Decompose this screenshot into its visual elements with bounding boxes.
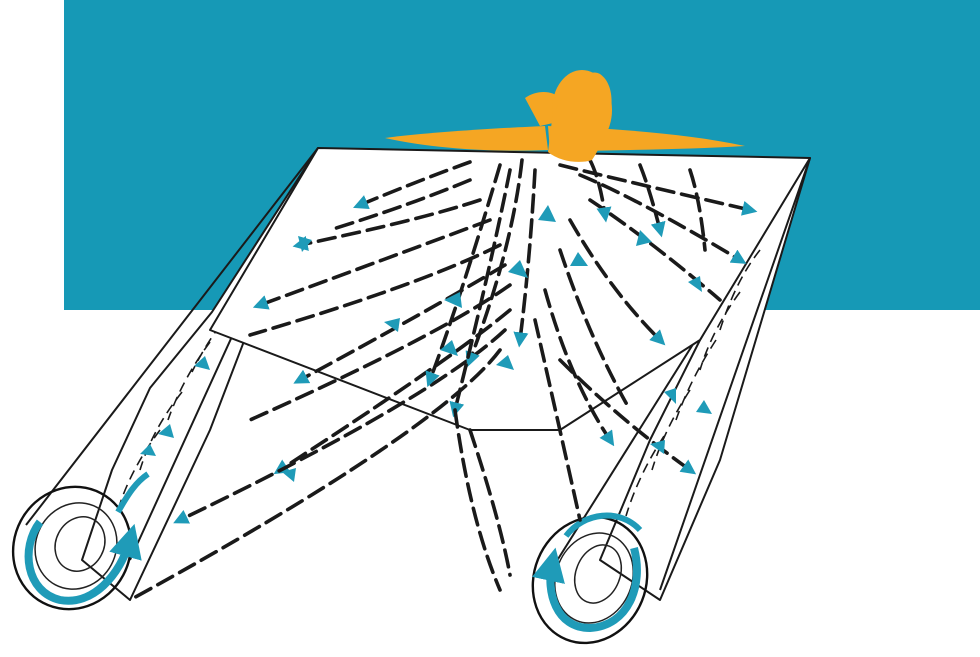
- wake-vortex-diagram: [0, 0, 980, 657]
